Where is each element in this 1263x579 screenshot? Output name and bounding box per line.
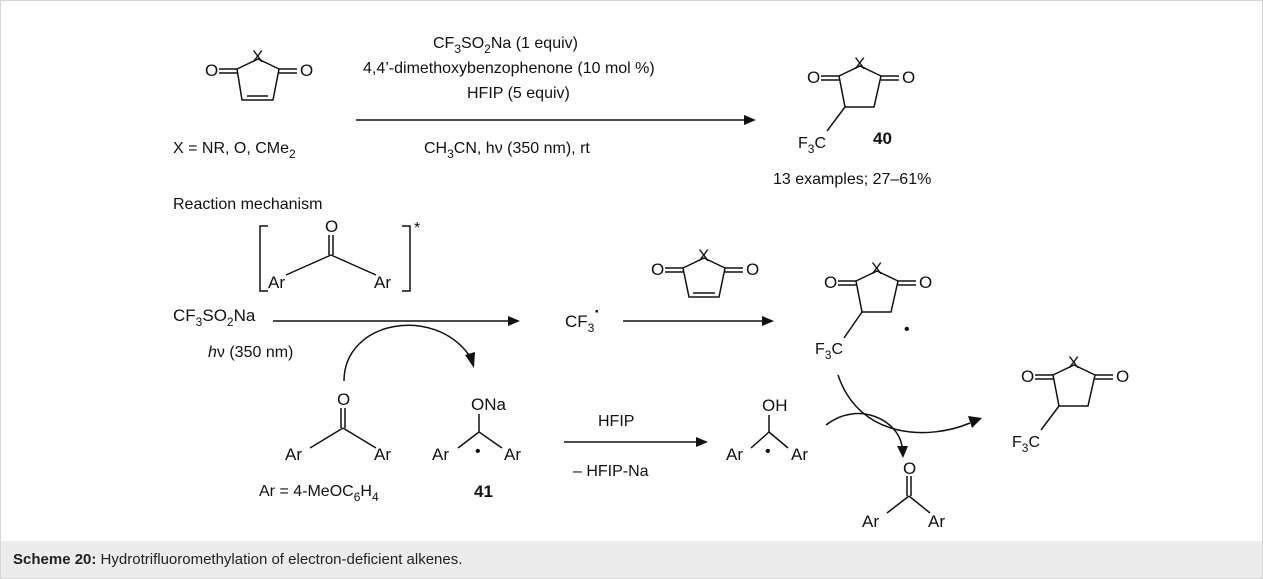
excited-state-mark: *: [414, 220, 420, 237]
atom-o: O: [807, 68, 820, 87]
excited-benzophenone: * O Ar Ar: [259, 217, 420, 292]
radical-dot: •: [765, 443, 771, 460]
atom-ar: Ar: [928, 512, 945, 531]
benzophenone: O Ar Ar: [285, 390, 391, 464]
atom-o: O: [325, 217, 338, 236]
reagent-line-1: CF3SO2Na (1 equiv): [433, 35, 578, 56]
scheme-caption: Scheme 20: Hydrotrifluoromethylation of …: [1, 541, 1262, 578]
examples-yield: 13 examples; 27–61%: [773, 171, 931, 188]
atom-o: O: [902, 68, 915, 87]
atom-o: O: [205, 61, 218, 80]
atom-o: O: [1021, 367, 1034, 386]
mechanism-arrow-3: [564, 437, 708, 447]
atom-o: O: [337, 390, 350, 409]
adduct-radical: O O X F3C •: [815, 259, 932, 362]
atom-o: O: [919, 273, 932, 292]
caption-text: Hydrotrifluoromethylation of electron-de…: [96, 551, 463, 568]
reaction-conditions: CH3CN, hν (350 nm), rt: [424, 140, 590, 161]
atom-ar: Ar: [726, 445, 743, 464]
atom-o: O: [746, 260, 759, 279]
cf3-group: F3C: [798, 135, 826, 156]
top-reaction-arrow: [356, 115, 756, 125]
ketyl-radical-41: ONa Ar Ar •: [432, 395, 521, 464]
atom-o: O: [824, 273, 837, 292]
atom-x: X: [252, 47, 263, 66]
atom-ar: Ar: [374, 273, 391, 292]
atom-x: X: [854, 54, 865, 73]
atom-o: O: [903, 459, 916, 478]
reactant-ring: O O X: [205, 47, 313, 101]
compound-number-41: 41: [474, 482, 493, 501]
regenerated-benzophenone: O Ar Ar: [862, 459, 945, 531]
reaction-scheme: O O X X = NR, O, CMe2 CF3SO2Na (1 equiv)…: [173, 35, 1129, 531]
radical-dot: •: [475, 443, 481, 460]
sulfinate-reagent: CF3SO2Na: [173, 306, 256, 329]
alkene-substrate: O O X: [651, 246, 759, 298]
cf3-group: F3C: [1012, 434, 1040, 455]
atom-o: O: [300, 61, 313, 80]
atom-ar: Ar: [285, 445, 302, 464]
final-product: O O X F3C: [1012, 353, 1129, 455]
atom-o: O: [1116, 367, 1129, 386]
caption-label: Scheme 20:: [13, 551, 97, 568]
ar-definition: Ar = 4-MeOC6H4: [259, 483, 379, 504]
cf3-radical: CF3·: [565, 302, 600, 335]
hfip-byproduct: – HFIP-Na: [573, 463, 649, 480]
light-condition: hν (350 nm): [208, 344, 293, 361]
mechanism-arrow-2: [623, 316, 774, 326]
reagent-line-2: 4,4’-dimethoxybenzophenone (10 mol %): [363, 60, 655, 77]
radical-dot: •: [904, 321, 910, 338]
reagent-line-3: HFIP (5 equiv): [467, 85, 570, 102]
oh-group: OH: [762, 396, 788, 415]
product-40: O O X F3C: [798, 54, 915, 156]
alcohol-radical: OH Ar Ar •: [726, 396, 808, 464]
atom-x: X: [871, 259, 882, 278]
mechanism-arrow-1: [273, 316, 520, 326]
atom-x: X: [698, 246, 709, 265]
cf3-group: F3C: [815, 341, 843, 362]
x-definition: X = NR, O, CMe2: [173, 140, 296, 161]
mechanism-heading: Reaction mechanism: [173, 196, 322, 213]
atom-ar: Ar: [791, 445, 808, 464]
hfip-reagent: HFIP: [598, 413, 634, 430]
atom-ar: Ar: [862, 512, 879, 531]
hat-curved-arrows: [825, 374, 982, 458]
compound-number-40: 40: [873, 129, 892, 148]
atom-ar: Ar: [374, 445, 391, 464]
ona-group: ONa: [471, 395, 507, 414]
atom-ar: Ar: [504, 445, 521, 464]
catalytic-cycle-arrow: [343, 324, 475, 382]
atom-o: O: [651, 260, 664, 279]
atom-ar: Ar: [432, 445, 449, 464]
atom-x: X: [1068, 353, 1079, 372]
atom-ar: Ar: [268, 273, 285, 292]
